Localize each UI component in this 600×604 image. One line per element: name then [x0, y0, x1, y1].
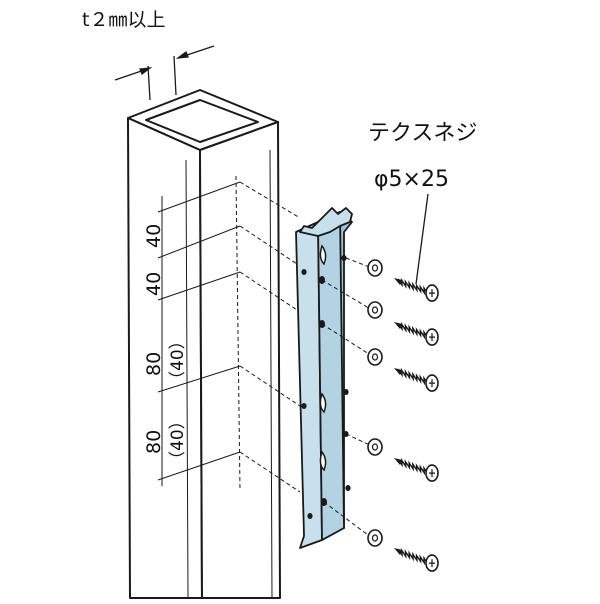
- dim-label-40c: （40）: [168, 332, 188, 388]
- pitch-guide-dashed: [239, 225, 301, 267]
- screw-leader-line: [415, 193, 429, 285]
- screws: [367, 259, 439, 572]
- screw-tip: [394, 322, 402, 329]
- screw-thread: [397, 457, 429, 476]
- pitch-guide-dashed: [239, 271, 301, 313]
- screw-thread: [397, 547, 429, 566]
- pitch-guide-dashed: [239, 451, 301, 493]
- pitch-guide-line: [157, 181, 241, 213]
- bracket-face: [295, 221, 323, 549]
- dim-label-40d: （40）: [168, 412, 188, 468]
- square-post: [127, 89, 281, 599]
- bracket-top-tab: [299, 207, 353, 237]
- dim-label-40a: 40: [143, 224, 165, 248]
- pitch-guide-dashed: [239, 365, 301, 407]
- dim-label-80b: 80: [143, 430, 165, 454]
- dim-label-80a: 80: [143, 352, 165, 376]
- pitch-guide-dashed: [239, 181, 301, 219]
- screw-assembly: [367, 348, 439, 392]
- pitch-guide-line: [157, 451, 241, 481]
- post-top-opening: [145, 99, 259, 143]
- pitch-guides: [157, 175, 301, 493]
- screw-tip: [394, 458, 402, 465]
- pitch-guide-line: [157, 225, 241, 259]
- screw-name-label: テクスネジ: [368, 121, 477, 146]
- screw-assembly: [367, 529, 439, 572]
- thickness-dimension: [114, 45, 215, 101]
- screw-spec-label: φ5×25: [374, 167, 449, 192]
- post-shading: [185, 149, 273, 599]
- screw-tip: [394, 368, 402, 375]
- centerline-dashed: [235, 175, 241, 491]
- screw-assembly: [367, 301, 439, 346]
- screw-tip: [394, 548, 402, 555]
- pitch-guide-line: [157, 365, 241, 393]
- screw-thread: [397, 367, 429, 386]
- post-right-face: [199, 121, 281, 599]
- dim-label-40b: 40: [143, 272, 165, 296]
- screw-thread: [397, 321, 429, 340]
- thickness-label: t２㎜以上: [82, 9, 165, 31]
- screw-tip: [394, 278, 402, 285]
- screw-assembly: [367, 259, 439, 302]
- screw-assembly: [367, 438, 439, 482]
- pitch-guide-line: [157, 271, 241, 301]
- bracket-slots: [319, 244, 327, 472]
- mounting-bracket: [295, 207, 353, 549]
- screw-thread: [397, 277, 429, 296]
- post-left-face: [127, 117, 203, 599]
